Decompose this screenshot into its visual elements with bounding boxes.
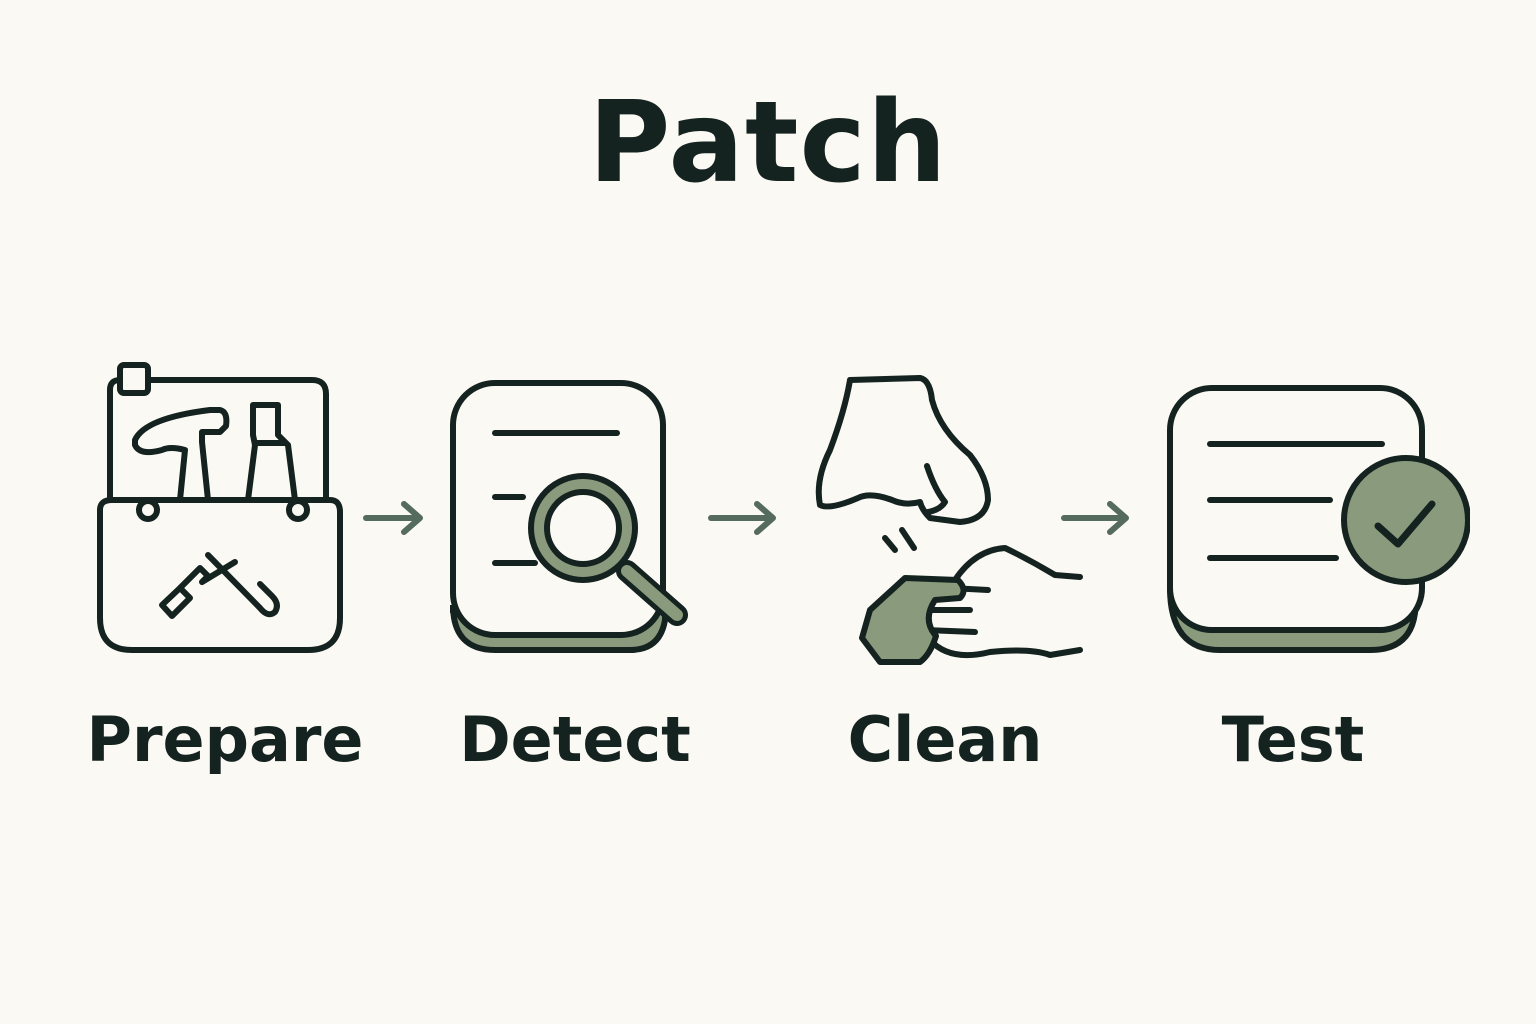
toolbox-icon — [97, 362, 343, 653]
step-label-prepare: Prepare — [86, 703, 364, 776]
document-magnifier-icon — [450, 380, 688, 653]
arrow-right-icon — [363, 501, 423, 535]
diagram-title: Patch — [588, 78, 948, 208]
document-check-icon — [1167, 385, 1470, 653]
nose-wipe-icon — [815, 375, 1083, 665]
arrow-right-icon — [708, 501, 776, 535]
arrow-right-icon — [1061, 501, 1129, 535]
step-label-detect: Detect — [459, 703, 691, 776]
step-label-test: Test — [1221, 703, 1365, 776]
step-label-clean: Clean — [847, 703, 1043, 776]
